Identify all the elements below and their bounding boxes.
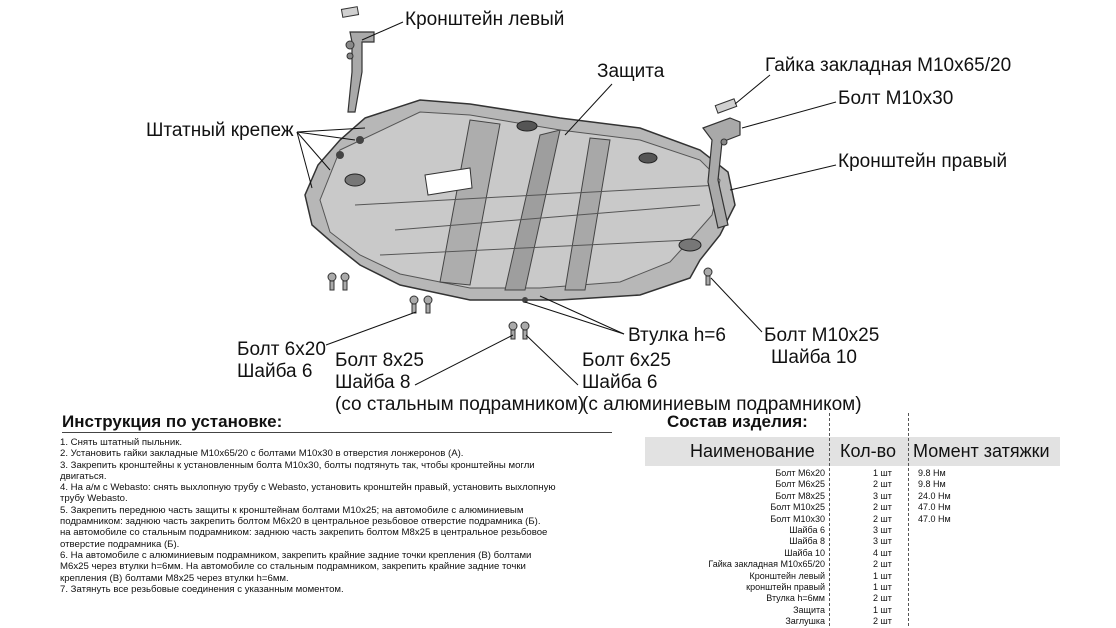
instructions-title: Инструкция по установке: xyxy=(62,412,283,431)
label-bolt-8x25: Болт 8х25 xyxy=(335,350,424,371)
label-bolt-6x20: Болт 6х20 xyxy=(237,339,326,360)
instruction-step: 3. Закрепить кронштейны к установленным … xyxy=(60,459,535,471)
leader-lines xyxy=(296,21,837,386)
header-torque: Момент затяжки xyxy=(913,441,1050,461)
label-washer-8: Шайба 8 xyxy=(335,372,411,393)
instruction-step: крепления (В) болтами М8х25 через втулки… xyxy=(60,572,289,584)
label-washer-6-b: Шайба 6 xyxy=(582,372,658,393)
instruction-step: отверстие подрамника (Б). xyxy=(60,538,180,550)
instruction-step: 6. На автомобиле с алюминиевым подрамник… xyxy=(60,549,532,561)
label-bolt-6x25: Болт 6х25 xyxy=(582,350,671,371)
composition-title: Состав изделия: xyxy=(667,412,808,431)
label-bolt-m10x25: Болт М10х25 xyxy=(764,325,880,346)
fasteners-drawing xyxy=(327,267,713,340)
instruction-step: двигаться. xyxy=(60,470,107,482)
label-bolt-m10x30: Болт М10х30 xyxy=(838,88,954,109)
label-bracket-left: Кронштейн левый xyxy=(405,9,565,30)
instructions-list: 1. Снять штатный пыльник. 2. Установить … xyxy=(60,437,645,595)
label-steel-subframe: (со стальным подрамником) xyxy=(335,394,585,415)
instructions-divider xyxy=(62,432,612,433)
label-sleeve: Втулка h=6 xyxy=(628,325,726,346)
column-divider xyxy=(908,413,909,626)
label-washer-10: Шайба 10 xyxy=(770,347,858,368)
instruction-step: 7. Затянуть все резьбовые соединения с у… xyxy=(60,583,344,595)
header-name: Наименование xyxy=(690,441,815,461)
label-washer-6-a: Шайба 6 xyxy=(237,361,313,382)
header-qty: Кол-во xyxy=(840,441,896,461)
label-nut: Гайка закладная М10х65/20 xyxy=(765,55,1012,76)
label-guard: Защита xyxy=(597,61,665,82)
label-std-fasteners: Штатный крепеж xyxy=(146,120,294,141)
composition-table-header xyxy=(645,437,1060,466)
instruction-step: 1. Снять штатный пыльник. xyxy=(60,437,183,448)
assembly-diagram xyxy=(296,6,837,386)
instruction-step: 5. Закрепить переднюю часть защиты к кро… xyxy=(60,504,524,516)
label-bracket-right: Кронштейн правый xyxy=(838,151,1008,172)
label-alu-subframe: (с алюминиевым подрамником) xyxy=(582,394,862,415)
instruction-step: на автомобиле со стальным подрамником: з… xyxy=(60,527,548,539)
engine-guard-drawing xyxy=(304,99,736,303)
bracket-right-drawing xyxy=(702,98,741,229)
instruction-step: 2. Установить гайки закладные М10х65/20 … xyxy=(60,448,464,460)
column-divider xyxy=(829,413,830,626)
instruction-step: подрамником: заднюю часть закрепить болт… xyxy=(60,516,541,528)
instruction-step: 4. На а/м с Webasto: снять выхлопную тру… xyxy=(60,482,556,494)
instruction-step: М6х25 через втулки h=6мм. На автомобиле … xyxy=(60,561,526,573)
bracket-left-drawing xyxy=(340,6,375,113)
instruction-step: трубу Webasto. xyxy=(60,493,128,505)
